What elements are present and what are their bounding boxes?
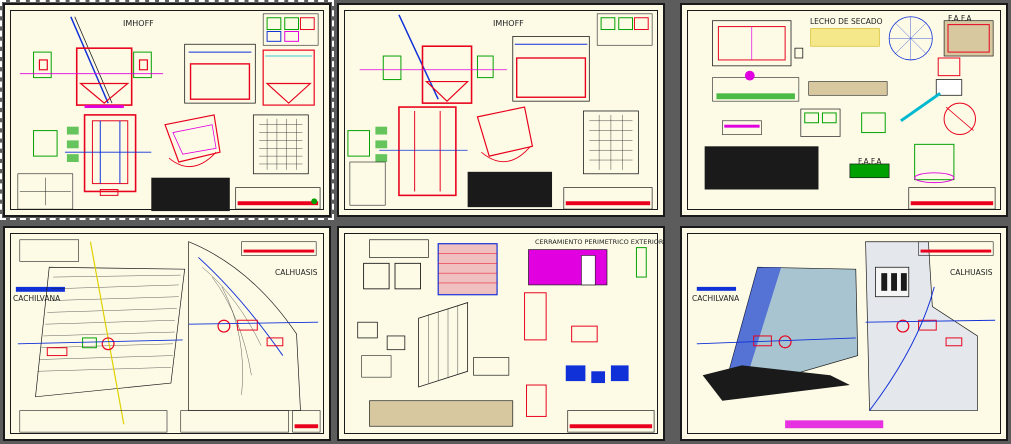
sheet-frame — [687, 10, 1001, 210]
site-plan-drawing-1 — [15, 239, 321, 433]
title-cerramiento: CERRAMIENTO PERIMETRICO EXTERIOR — [535, 238, 664, 246]
place-label-calhuasis: CALHUASIS — [275, 268, 318, 277]
site-plan-drawing-2 — [696, 241, 996, 429]
sheet-frame — [10, 233, 324, 434]
grid-plan — [259, 118, 303, 170]
imhoff-drawing-1 — [17, 13, 321, 212]
sheet-frame — [344, 233, 658, 434]
drawing-sheet-cerramiento[interactable]: CERRAMIENTO PERIMETRICO EXTERIOR — [337, 226, 665, 441]
imhoff-drawing-2 — [347, 13, 653, 210]
sheet-frame — [344, 10, 658, 210]
title-lecho-de-secado: LECHO DE SECADO — [810, 17, 883, 26]
place-label-calhuasis: CALHUASIS — [950, 268, 993, 277]
lecho-fafa-drawing — [704, 16, 996, 210]
title-fafa-bottom: F.A.F.A — [858, 157, 882, 166]
drawing-sheet-imhoff-2[interactable]: IMHOFF — [337, 3, 665, 217]
sheet-frame — [687, 233, 1001, 434]
drawing-sheet-site-plan-2[interactable]: CACHILVANA CALHUASIS — [680, 226, 1008, 441]
cerramiento-drawing — [357, 239, 655, 433]
drawing-sheet-lecho-fafa[interactable]: LECHO DE SECADO F.A.F.A F.A.F.A — [680, 3, 1008, 217]
place-label-cachilvana: CACHILVANA — [692, 294, 740, 303]
sheet-title: IMHOFF — [493, 19, 524, 28]
sheet-title: IMHOFF — [123, 19, 154, 28]
title-fafa-top: F.A.F.A — [948, 14, 972, 23]
place-label-cachilvana: CACHILVANA — [13, 294, 61, 303]
drawing-sheet-imhoff-1[interactable]: IMHOFF — [0, 0, 334, 220]
drawing-sheet-site-plan-1[interactable]: CACHILVANA CALHUASIS — [3, 226, 331, 441]
